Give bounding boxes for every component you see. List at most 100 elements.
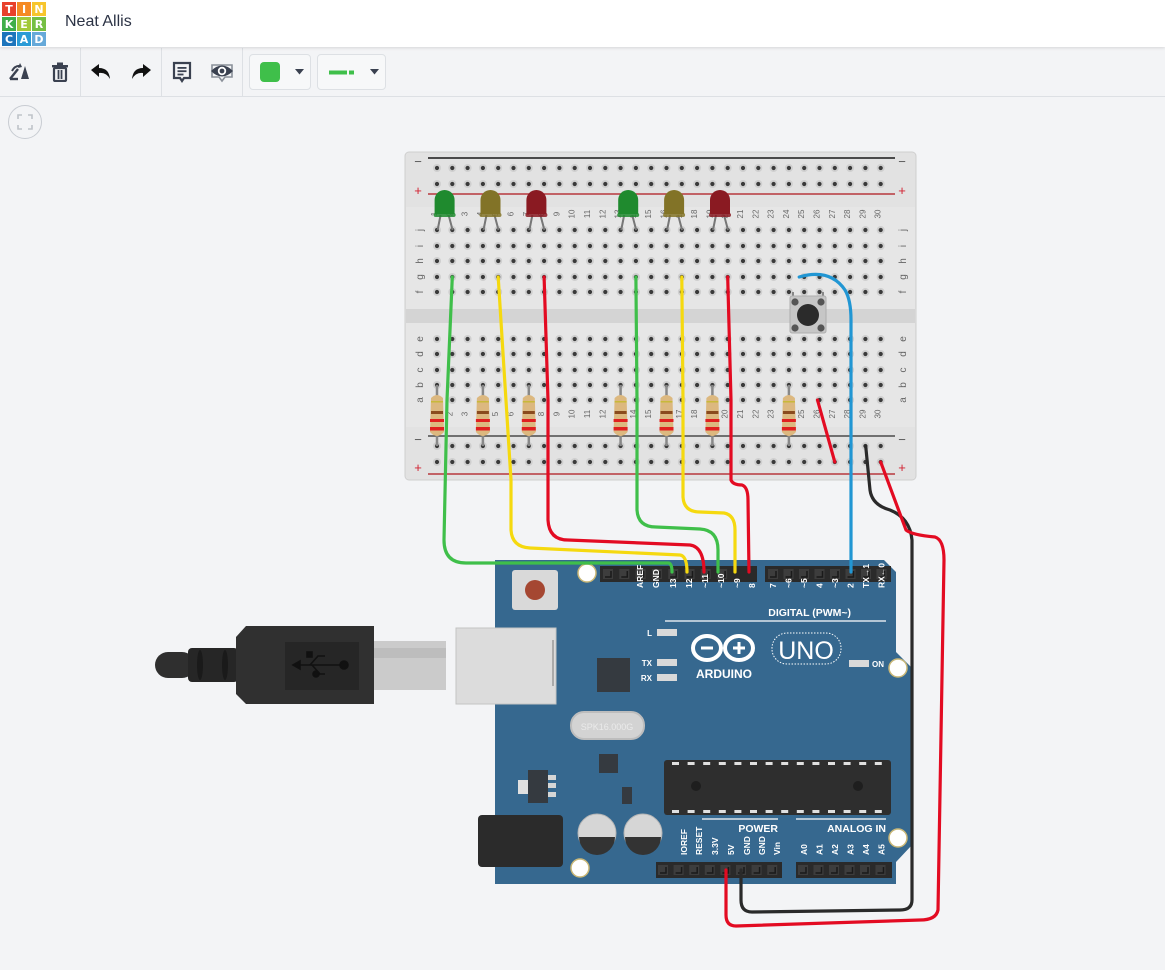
resistor[interactable]: [430, 385, 444, 446]
column-number: 23: [767, 409, 776, 418]
mounting-hole: [577, 563, 597, 583]
analog-header-label: ANALOG IN: [827, 823, 886, 835]
usb-cable[interactable]: [155, 626, 446, 704]
wire-breadboard-col25-to-pin-2[interactable]: [797, 272, 853, 574]
undo-button[interactable]: [88, 59, 114, 85]
on-led: [849, 660, 869, 667]
column-number: 15: [644, 409, 653, 418]
column-number: 8: [537, 411, 546, 416]
wire-rail-plus-to-5V[interactable]: [724, 460, 946, 928]
chip: [599, 754, 618, 773]
eye-icon: [211, 64, 233, 83]
logo-letter: C: [2, 32, 16, 46]
column-number: 12: [598, 209, 607, 218]
led-yellow[interactable]: [663, 190, 686, 231]
led-red[interactable]: [525, 190, 548, 231]
project-title[interactable]: Neat Allis: [65, 13, 132, 30]
power-pin-label: GND: [742, 836, 752, 855]
wire-breadboard-col20-to-pin-8[interactable]: [726, 275, 751, 574]
led-red[interactable]: [709, 190, 731, 231]
resistor[interactable]: [613, 385, 628, 446]
logo-letter: I: [17, 2, 31, 16]
row-label: i: [415, 245, 426, 247]
column-number: 3: [461, 411, 470, 416]
digital-pin-label: ~11: [700, 574, 710, 588]
power-jack: [478, 815, 563, 867]
redo-button[interactable]: [128, 59, 154, 85]
column-number: 25: [797, 409, 806, 418]
toolbar: [0, 48, 1165, 97]
rail-plus-label: +: [898, 183, 906, 198]
leds: [433, 190, 731, 231]
wire-breadboard-col5-to-pin-12[interactable]: [496, 275, 689, 574]
digital-pin-label: 8: [747, 583, 757, 588]
digital-pin-label: 7: [768, 583, 778, 588]
analog-pin-label: A5: [877, 844, 887, 855]
breadboard-labels: 1122334455667788991010111112121313141415…: [414, 154, 909, 475]
column-number: 15: [644, 209, 653, 218]
column-number: 12: [598, 409, 607, 418]
column-number: 11: [583, 409, 592, 418]
led-green[interactable]: [433, 190, 456, 231]
toolbar-divider: [242, 48, 243, 96]
digital-pin-label: RX←0: [877, 563, 887, 588]
voltage-regulator: [528, 770, 548, 803]
pushbutton-cap[interactable]: [797, 304, 819, 326]
trash-icon: [52, 62, 68, 82]
digital-pin-label: 13: [668, 578, 678, 588]
resistor[interactable]: [705, 385, 720, 446]
wire-rail-minus-to-GND[interactable]: [739, 444, 914, 914]
led-green[interactable]: [617, 190, 640, 231]
reset-button[interactable]: [525, 580, 545, 600]
row-label: g: [415, 274, 426, 280]
resistor[interactable]: [659, 385, 674, 446]
digital-pin-label: AREF: [635, 565, 645, 588]
fit-to-view-icon: [17, 114, 33, 130]
wire-color-swatch: [260, 62, 280, 82]
fit-to-view-button[interactable]: [8, 105, 42, 139]
arduino-brand: ARDUINO: [696, 667, 752, 681]
wire-breadboard-col2-to-pin-13[interactable]: [442, 275, 674, 574]
notes-button[interactable]: [169, 59, 195, 85]
column-number: 18: [690, 209, 699, 218]
rail-minus-label: −: [898, 154, 906, 169]
analog-pin-label: A4: [861, 844, 871, 855]
power-pin-label: Vin: [772, 842, 782, 855]
rotate-button[interactable]: [7, 59, 33, 85]
row-label: d: [415, 351, 426, 357]
usb-port: [455, 627, 557, 705]
wire-breadboard-col17-to-pin-9[interactable]: [680, 275, 737, 574]
wire-jumper-pushbutton-to-plus-rail[interactable]: [815, 398, 837, 464]
resistor[interactable]: [781, 385, 796, 446]
notes-visibility-button[interactable]: [209, 59, 235, 85]
led-yellow[interactable]: [479, 190, 502, 231]
rail-plus-label: +: [414, 460, 422, 475]
analog-pin-label: A1: [815, 844, 825, 855]
arduino-uno[interactable]: SPK16.000G L TX RX ON ARDUINO UNO: [455, 560, 912, 884]
wires[interactable]: [442, 272, 946, 928]
column-number: 21: [736, 209, 745, 218]
wire-type-dropdown[interactable]: [317, 54, 386, 90]
resistor[interactable]: [521, 385, 536, 446]
row-label: e: [415, 336, 426, 342]
analog-pin-label: A0: [799, 844, 809, 855]
rotate-icon: [9, 63, 29, 81]
rail-minus-label: −: [414, 154, 422, 169]
pushbutton[interactable]: [789, 292, 827, 334]
logo-letter: T: [2, 2, 16, 16]
column-number: 9: [552, 411, 561, 416]
column-number: 30: [874, 409, 883, 418]
wire-breadboard-col8-to-pin-11[interactable]: [542, 275, 706, 574]
on-led-label: ON: [872, 660, 884, 669]
delete-button[interactable]: [47, 59, 73, 85]
wire-breadboard-col14-to-pin-10[interactable]: [634, 275, 720, 574]
column-number: 18: [690, 409, 699, 418]
resistor[interactable]: [475, 385, 490, 446]
column-number: 23: [767, 209, 776, 218]
wire-color-dropdown[interactable]: [249, 54, 311, 90]
column-number: 6: [507, 211, 516, 216]
row-label: a: [898, 397, 909, 403]
row-label: c: [415, 368, 426, 373]
